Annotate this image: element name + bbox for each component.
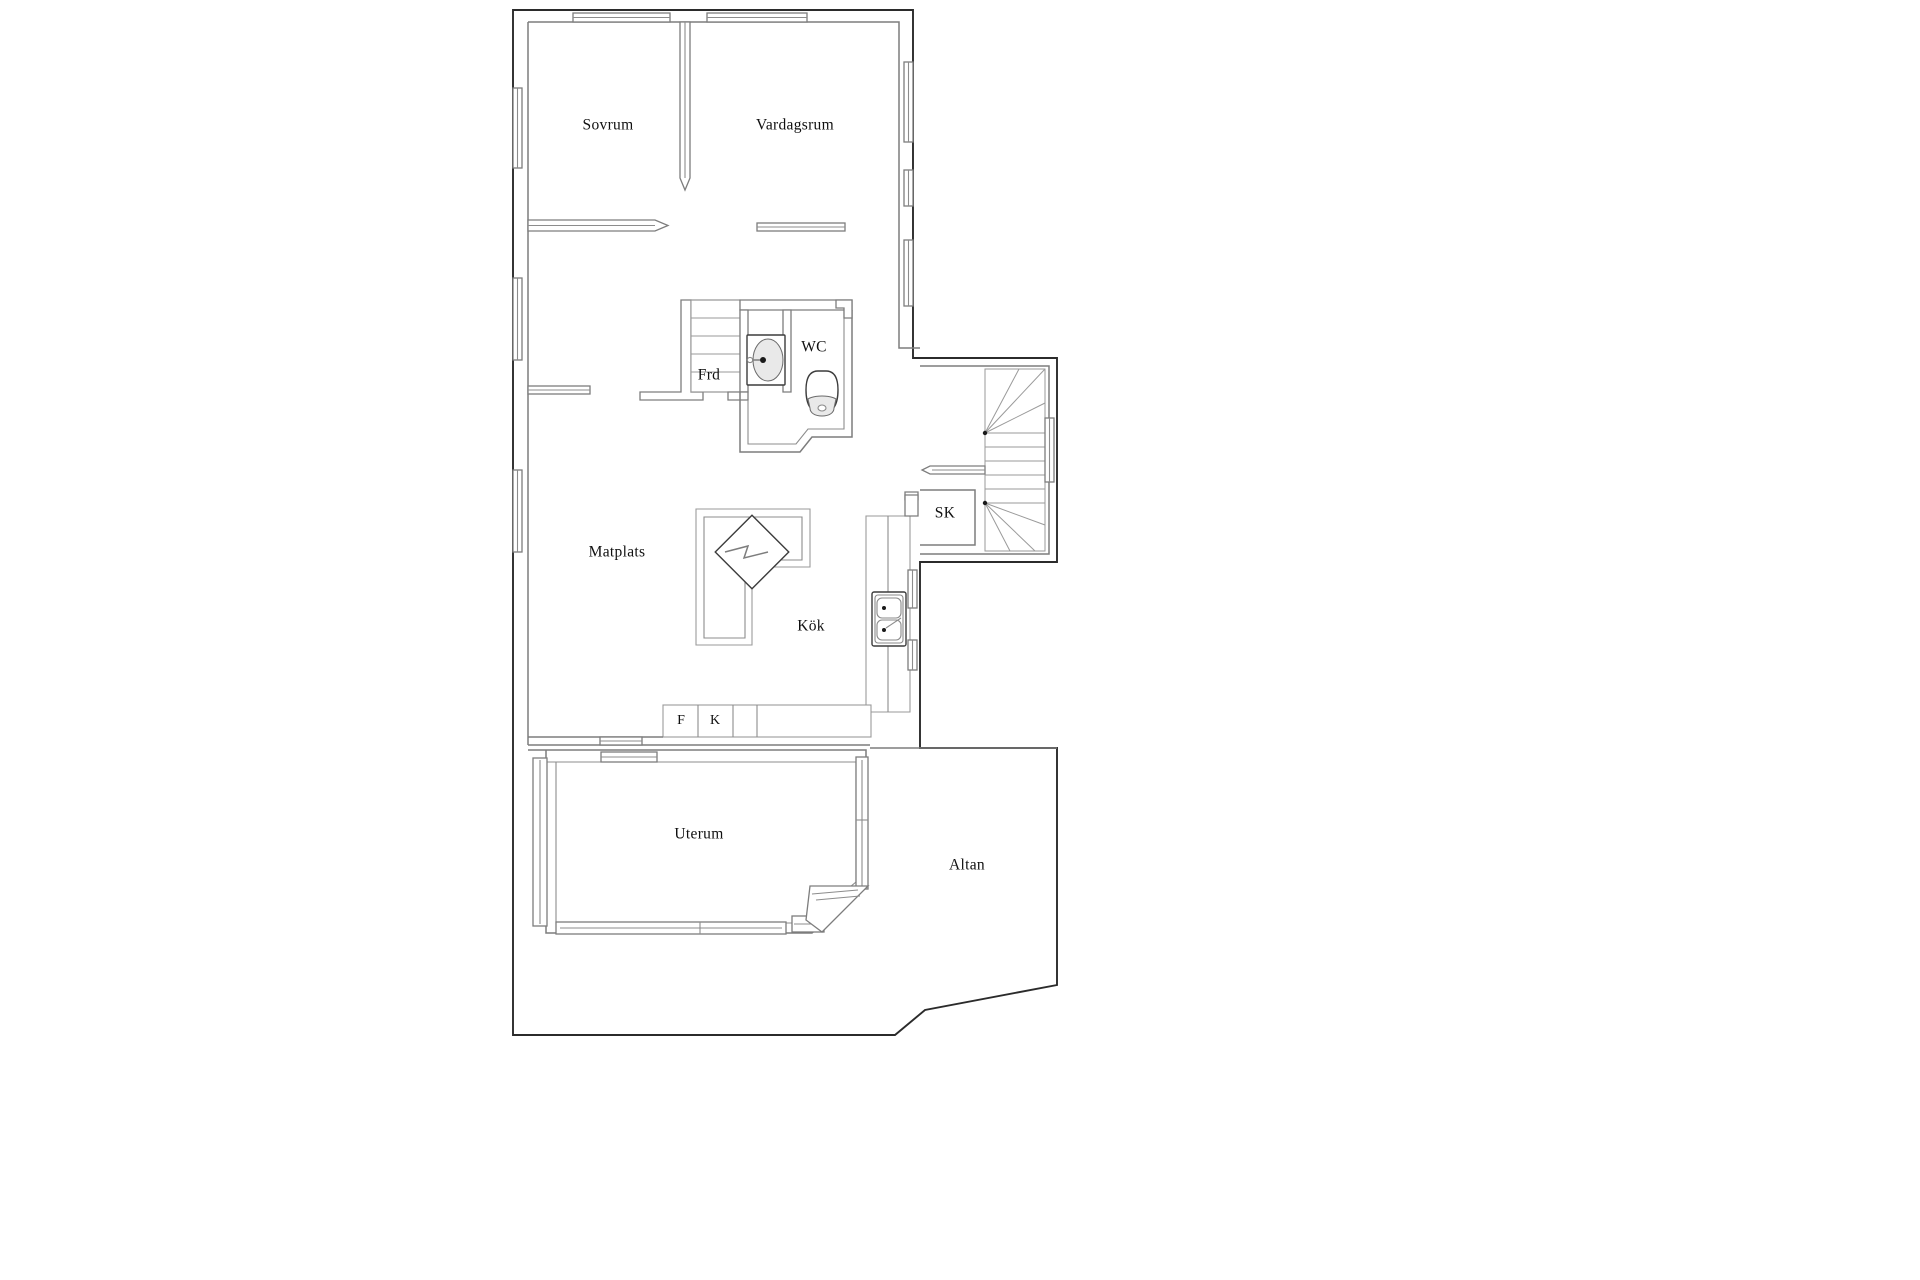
stair-straight-frd xyxy=(639,299,741,401)
window-group-west xyxy=(512,87,523,553)
room-label-layer: Sovrum Vardagsrum Frd WC SK Matplats Kök… xyxy=(583,117,985,874)
room-label-uterum: Uterum xyxy=(674,826,723,843)
south-wall-main xyxy=(528,736,663,746)
bathroom-sink-fixture xyxy=(746,334,786,386)
room-label-matplats: Matplats xyxy=(589,544,646,561)
appliance-label-layer: F K xyxy=(677,713,720,728)
room-label-kok: Kök xyxy=(797,618,825,635)
room-label-sk: SK xyxy=(935,505,956,522)
kitchen-cabinets-south xyxy=(662,704,872,738)
room-label-wc: WC xyxy=(801,339,827,356)
partition-sovrum-south xyxy=(527,219,670,232)
uterum-enclosure xyxy=(528,749,870,935)
partition-matplats-stub xyxy=(527,385,591,395)
window-group-north xyxy=(572,12,808,23)
room-label-frd: Frd xyxy=(698,367,720,384)
window-group-east xyxy=(903,61,914,307)
room-label-vardagsrum: Vardagsrum xyxy=(756,117,834,134)
cooktop-fixture xyxy=(714,514,790,590)
partition-vardagsrum-stub xyxy=(756,222,846,232)
stair-hall-enclosure xyxy=(920,365,1055,555)
partition-sovrum-vardagsrum xyxy=(679,21,691,192)
appliance-label-freezer: F xyxy=(677,713,685,728)
toilet-fixture xyxy=(805,370,839,417)
kitchen-sink-fixture xyxy=(871,591,907,647)
room-label-altan: Altan xyxy=(949,857,985,874)
appliance-label-fridge: K xyxy=(710,713,720,728)
room-label-sovrum: Sovrum xyxy=(583,117,634,134)
